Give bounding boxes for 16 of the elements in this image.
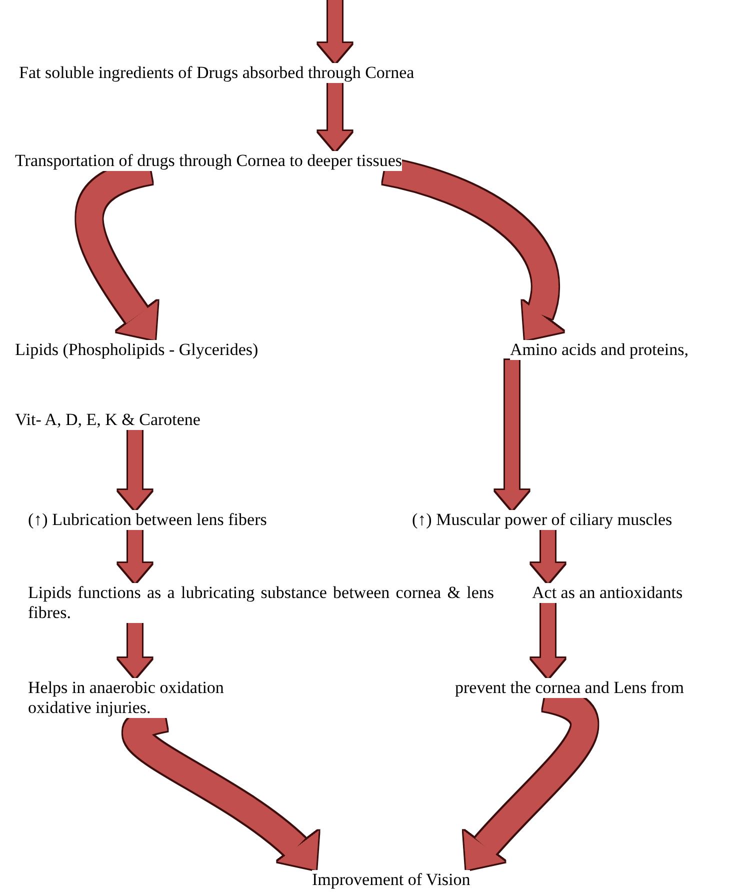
block-arrow	[495, 360, 529, 510]
step-text: Improvement of Vision	[312, 870, 470, 890]
step-text: Transportation of drugs through Cornea to deeper tissues	[15, 151, 402, 171]
step-text: Fat soluble ingredients of Drugs absorbed through Cornea	[19, 63, 414, 83]
step-text: (↑) Muscular power of ciliary muscles	[412, 510, 672, 530]
step-text: prevent the cornea and Lens from	[455, 678, 684, 698]
block-arrow	[318, 0, 352, 63]
block-arrow	[318, 83, 352, 151]
block-arrow	[531, 530, 565, 583]
block-arrow	[118, 623, 152, 678]
step-text: Amino acids and proteins,	[510, 340, 688, 360]
step-text: Lipids (Phospholipids - Glycerides)	[15, 340, 258, 360]
block-arrow	[118, 430, 152, 510]
block-arrow	[531, 603, 565, 678]
block-arrow	[118, 530, 152, 583]
step-text: (↑) Lubrication between lens fibers	[28, 510, 267, 530]
